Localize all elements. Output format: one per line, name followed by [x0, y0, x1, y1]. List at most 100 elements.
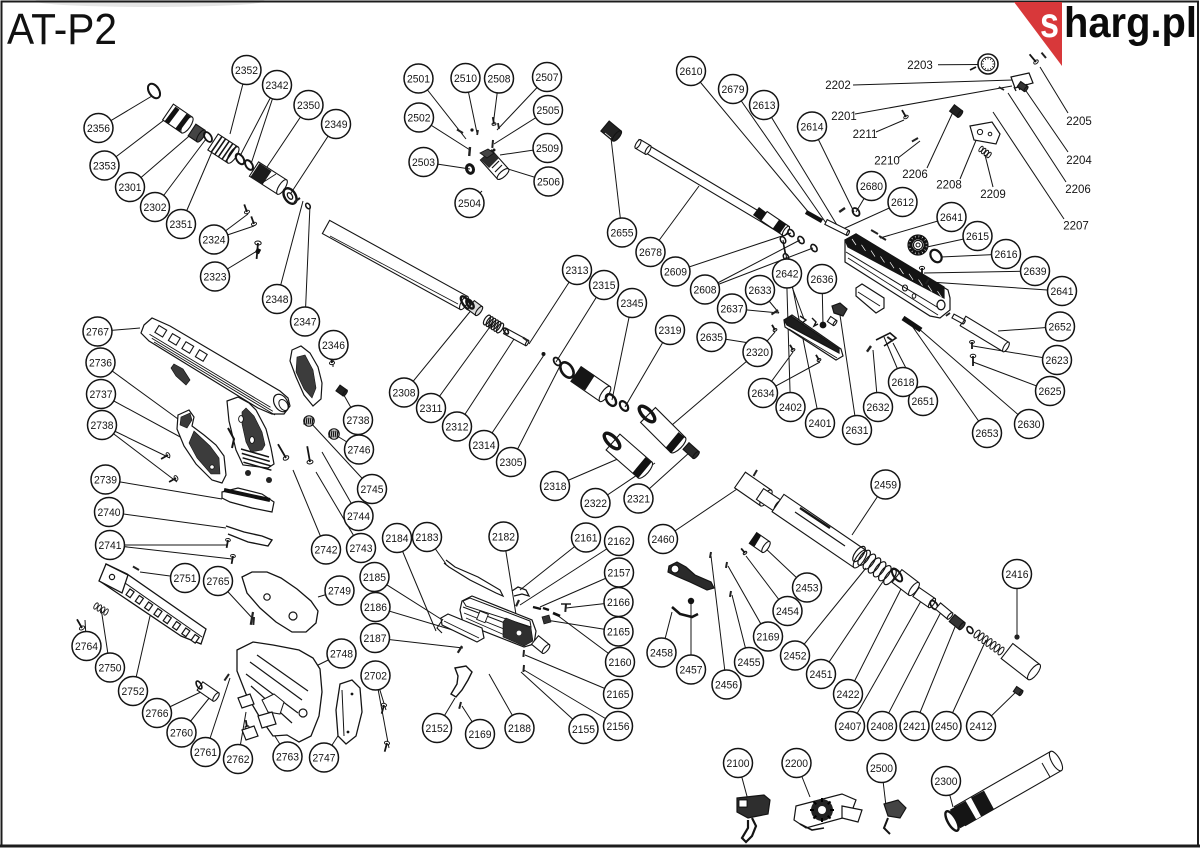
svg-text:2736: 2736 [89, 357, 112, 369]
svg-text:2761: 2761 [194, 747, 217, 759]
svg-text:2205: 2205 [1066, 116, 1092, 128]
svg-text:2452: 2452 [784, 650, 807, 662]
svg-text:2188: 2188 [508, 723, 531, 735]
svg-text:2500: 2500 [870, 763, 893, 775]
svg-text:2210: 2210 [874, 156, 900, 168]
svg-text:2739: 2739 [94, 474, 117, 486]
svg-text:2612: 2612 [891, 197, 914, 209]
svg-text:2454: 2454 [776, 606, 799, 618]
svg-text:2346: 2346 [322, 340, 345, 352]
svg-text:2206: 2206 [902, 169, 928, 181]
svg-text:2741: 2741 [99, 540, 122, 552]
svg-text:2455: 2455 [738, 657, 761, 669]
svg-text:2162: 2162 [608, 536, 631, 548]
svg-text:2760: 2760 [170, 727, 193, 739]
svg-text:2738: 2738 [347, 415, 370, 427]
svg-text:2356: 2356 [87, 123, 110, 135]
svg-text:2503: 2503 [412, 157, 435, 169]
svg-text:2352: 2352 [235, 65, 258, 77]
svg-text:2100: 2100 [727, 758, 750, 770]
svg-text:2169: 2169 [757, 631, 780, 643]
svg-text:2625: 2625 [1039, 386, 1062, 398]
svg-text:2322: 2322 [584, 498, 607, 510]
svg-text:2308: 2308 [393, 387, 416, 399]
svg-text:2751: 2751 [174, 573, 197, 585]
svg-text:2183: 2183 [416, 532, 439, 544]
svg-text:2740: 2740 [98, 507, 121, 519]
svg-text:2457: 2457 [680, 664, 703, 676]
svg-text:2501: 2501 [407, 73, 430, 85]
svg-text:2315: 2315 [593, 280, 616, 292]
svg-text:2155: 2155 [572, 724, 595, 736]
svg-text:2637: 2637 [721, 303, 744, 315]
svg-text:2509: 2509 [536, 143, 559, 155]
svg-text:2651: 2651 [912, 396, 935, 408]
svg-text:2302: 2302 [144, 202, 167, 214]
svg-text:2207: 2207 [1063, 221, 1089, 233]
svg-text:2609: 2609 [664, 266, 687, 278]
svg-text:2641: 2641 [940, 212, 963, 224]
svg-text:2510: 2510 [454, 73, 477, 85]
svg-text:2679: 2679 [722, 84, 745, 96]
svg-text:2767: 2767 [86, 326, 109, 338]
svg-text:2320: 2320 [746, 347, 769, 359]
svg-text:2342: 2342 [266, 80, 289, 92]
svg-text:2412: 2412 [970, 721, 993, 733]
svg-text:2312: 2312 [446, 421, 469, 433]
svg-text:2506: 2506 [537, 176, 560, 188]
svg-text:2451: 2451 [810, 669, 833, 681]
svg-text:2630: 2630 [1018, 419, 1041, 431]
svg-text:2613: 2613 [753, 100, 776, 112]
svg-text:2157: 2157 [608, 567, 631, 579]
svg-text:2407: 2407 [839, 721, 862, 733]
svg-text:2421: 2421 [903, 721, 926, 733]
svg-text:2460: 2460 [652, 534, 675, 546]
svg-text:2459: 2459 [874, 479, 897, 491]
svg-text:2764: 2764 [75, 641, 98, 653]
svg-text:2345: 2345 [621, 298, 644, 310]
svg-text:2185: 2185 [363, 572, 386, 584]
svg-text:2301: 2301 [119, 182, 142, 194]
svg-text:2615: 2615 [966, 231, 989, 243]
svg-text:2748: 2748 [330, 648, 353, 660]
svg-text:2208: 2208 [936, 180, 962, 192]
svg-text:2211: 2211 [853, 129, 878, 141]
svg-text:2618: 2618 [892, 377, 915, 389]
svg-text:2652: 2652 [1049, 321, 1072, 333]
svg-text:2680: 2680 [860, 181, 883, 193]
svg-text:2201: 2201 [831, 111, 857, 123]
svg-text:2738: 2738 [91, 420, 114, 432]
svg-text:2300: 2300 [935, 776, 958, 788]
svg-text:2323: 2323 [204, 271, 227, 283]
svg-text:2200: 2200 [785, 758, 808, 770]
svg-text:2202: 2202 [825, 80, 851, 92]
svg-text:2156: 2156 [607, 721, 630, 733]
svg-text:2502: 2502 [408, 112, 431, 124]
svg-text:2752: 2752 [122, 686, 145, 698]
svg-text:2416: 2416 [1006, 569, 1029, 581]
svg-text:2639: 2639 [1024, 266, 1047, 278]
svg-text:2635: 2635 [700, 332, 723, 344]
svg-text:2641: 2641 [1051, 286, 1074, 298]
svg-text:2636: 2636 [811, 274, 834, 286]
svg-text:2204: 2204 [1066, 155, 1092, 167]
svg-text:2634: 2634 [752, 388, 775, 400]
svg-text:2702: 2702 [364, 670, 387, 682]
svg-text:2507: 2507 [536, 72, 559, 84]
svg-text:2169: 2169 [469, 729, 492, 741]
svg-text:2765: 2765 [207, 576, 230, 588]
svg-text:2450: 2450 [935, 721, 958, 733]
svg-text:2160: 2160 [609, 657, 632, 669]
svg-text:2353: 2353 [93, 160, 116, 172]
svg-text:2678: 2678 [639, 247, 662, 259]
svg-text:2504: 2504 [458, 198, 481, 210]
svg-text:2749: 2749 [328, 585, 351, 597]
svg-text:2165: 2165 [607, 626, 630, 638]
svg-text:2401: 2401 [809, 418, 832, 430]
svg-text:2319: 2319 [659, 325, 682, 337]
svg-text:2305: 2305 [500, 457, 523, 469]
svg-text:2766: 2766 [146, 708, 169, 720]
svg-text:2347: 2347 [294, 316, 317, 328]
svg-text:2348: 2348 [266, 294, 289, 306]
svg-text:2744: 2744 [347, 511, 370, 523]
